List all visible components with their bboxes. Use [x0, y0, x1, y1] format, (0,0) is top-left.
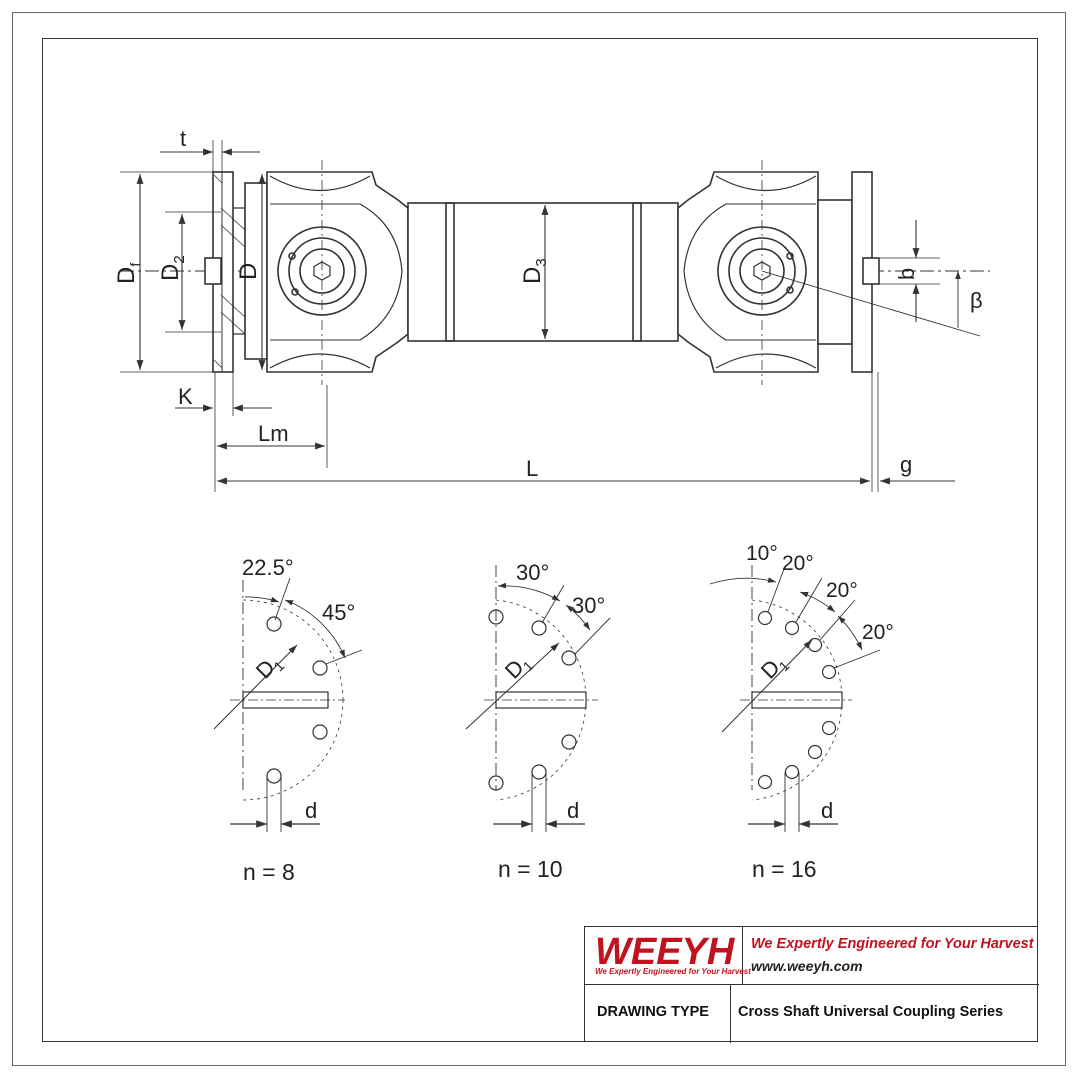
- label-D3: D3: [519, 258, 550, 284]
- angle-label: 20°: [862, 621, 894, 644]
- label-Lm: Lm: [258, 421, 289, 446]
- drawing-type-label: DRAWING TYPE: [597, 1004, 709, 1020]
- pattern-count-label: n = 8: [243, 859, 295, 885]
- drawing-type-label-cell: DRAWING TYPE: [585, 985, 731, 1043]
- label-Df: Df: [113, 263, 143, 284]
- angle-label: 30°: [516, 560, 549, 585]
- drawing-type-value-cell: Cross Shaft Universal Coupling Series: [731, 985, 1039, 1043]
- logo-wordmark: WEEYH: [595, 931, 735, 973]
- bolt-pattern-n8: [213, 577, 363, 832]
- label-beta: β: [970, 288, 983, 313]
- bolt-pattern-n16: [709, 565, 881, 832]
- pattern-labels: 22.5° 45° D1 d n = 8 30° 30° D1 d n = 10…: [242, 542, 894, 885]
- angle-label: 45°: [322, 600, 355, 625]
- label-g: g: [900, 452, 912, 477]
- label-D1: D1: [500, 649, 537, 686]
- label-d: d: [305, 798, 317, 823]
- title-block: WEEYH We Expertly Engineered for Your Ha…: [584, 926, 1039, 1043]
- bolt-pattern-n10: [465, 565, 611, 832]
- label-K: K: [178, 384, 193, 409]
- label-t: t: [180, 126, 186, 151]
- angle-label: 20°: [826, 579, 858, 602]
- main-dimension-labels: t Df D2 D D3 b β K Lm L g: [113, 126, 983, 481]
- label-D1: D1: [251, 649, 288, 686]
- brand-logo: WEEYH We Expertly Engineered for Your Ha…: [585, 927, 751, 985]
- right-yoke: [677, 171, 819, 373]
- drawing-border: [42, 38, 1038, 1042]
- label-D2: D2: [157, 255, 188, 281]
- logo-tagline: We Expertly Engineered for Your Harvest: [595, 967, 751, 976]
- left-flange-key: [204, 257, 222, 285]
- angle-label: 22.5°: [242, 555, 294, 580]
- right-flange-key: [862, 257, 880, 285]
- pattern-count-label: n = 16: [752, 856, 817, 882]
- angle-label: 30°: [572, 593, 605, 618]
- slogan-cell: We Expertly Engineered for Your Harvest …: [743, 927, 1039, 985]
- outer-frame: [12, 12, 1066, 1066]
- main-dimensions: [120, 140, 981, 492]
- slogan-text: We Expertly Engineered for Your Harvest: [751, 936, 1034, 952]
- pattern-count-label: n = 10: [498, 856, 563, 882]
- label-D1: D1: [756, 649, 793, 686]
- label-L: L: [526, 456, 538, 481]
- website-text: www.weeyh.com: [751, 958, 863, 974]
- label-b: b: [894, 268, 919, 280]
- left-yoke: [266, 171, 409, 373]
- drawing-type-value: Cross Shaft Universal Coupling Series: [738, 1004, 1004, 1020]
- angle-label: 20°: [782, 552, 814, 575]
- angle-label: 10°: [746, 542, 778, 565]
- label-D: D: [235, 263, 262, 280]
- label-d: d: [567, 798, 579, 823]
- label-d: d: [821, 798, 833, 823]
